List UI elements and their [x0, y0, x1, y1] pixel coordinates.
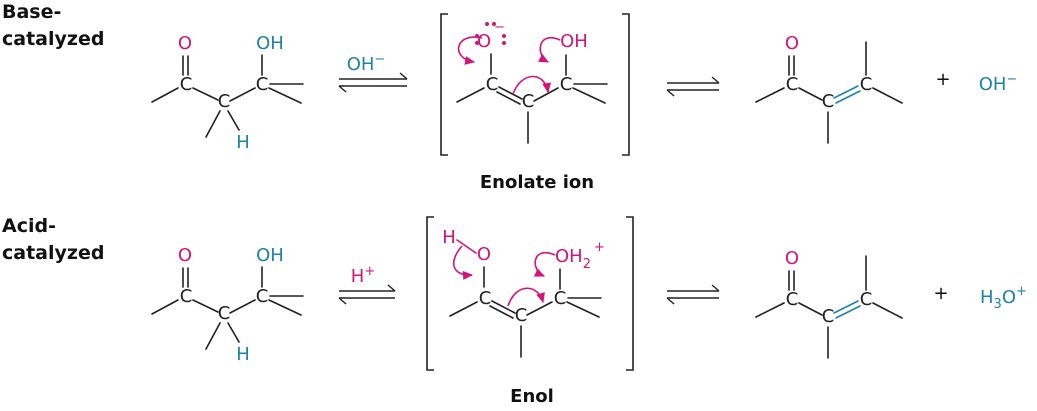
product-carbonyl-carbon: C [786, 74, 799, 95]
beta-hydroxyl: OH [256, 33, 284, 54]
enol-hydrogen: H [442, 227, 456, 248]
enolate-beta-carbon: C [560, 74, 573, 95]
enol-beta-carbon: C [554, 288, 567, 309]
acid-label-line2: catalyzed [2, 242, 104, 264]
acid-plus-sign: + [933, 283, 948, 304]
alpha-carbon: C [218, 303, 231, 324]
product-alpha-carbon: C [822, 91, 835, 112]
enolate-caption: Enolate ion [480, 172, 594, 193]
acid-reactant-aldol: O C C H C OH [151, 245, 304, 365]
enol-alpha-carbon: C [515, 305, 528, 326]
base-byproduct: OH− [979, 72, 1018, 95]
enol-oxygen: O [477, 244, 491, 265]
carbonyl-carbon: C [180, 74, 193, 95]
product-beta-carbon: C [860, 74, 873, 95]
base-reactant-aldol: O C C H C OH [151, 33, 304, 153]
product-carbonyl-carbon: C [786, 289, 799, 310]
base-catalyzed-row: Base- catalyzed O C C H C OH OH− [2, 1, 1017, 193]
base-catalyst-arrows: OH− [338, 52, 408, 93]
acid-catalyzed-row: Acid- catalyzed O C C H C OH H+ [2, 215, 1027, 407]
product-oxygen: O [785, 33, 799, 54]
acid-product-arrows [666, 284, 720, 305]
acid-label-line1: Acid- [2, 215, 56, 237]
alpha-carbon: C [218, 91, 231, 112]
alpha-hydrogen: H [236, 132, 250, 153]
acid-catalyst-arrows: H+ [338, 264, 396, 305]
carbonyl-oxygen: O [178, 33, 192, 54]
base-product-enone: O C C C [755, 33, 903, 144]
product-beta-carbon: C [860, 289, 873, 310]
enol-carbonyl-carbon: C [479, 288, 492, 309]
enol-oxonium: OH2+ [555, 240, 605, 272]
acid-catalyst: H+ [351, 264, 375, 287]
base-product-arrows [666, 76, 720, 97]
beta-carbon: C [256, 286, 269, 307]
enolate-intermediate: O− C C C OH [440, 13, 630, 156]
product-oxygen: O [785, 248, 799, 269]
enolate-carbonyl-carbon: C [486, 74, 499, 95]
enol-caption: Enol [510, 386, 554, 407]
product-alpha-carbon: C [822, 306, 835, 327]
acid-product-enone: O C C C [755, 248, 903, 359]
base-catalyst: OH− [347, 52, 386, 75]
enolate-hydroxyl: OH [560, 31, 588, 52]
enolate-alpha-carbon: C [522, 91, 535, 112]
base-label-line1: Base- [2, 1, 61, 23]
acid-byproduct: H3O+ [980, 284, 1027, 312]
enolate-oxygen: O− [477, 20, 505, 52]
base-plus-sign: + [935, 69, 950, 90]
beta-carbon: C [256, 74, 269, 95]
enol-intermediate: H O C C C OH2+ [426, 216, 634, 371]
carbonyl-carbon: C [180, 286, 193, 307]
carbonyl-oxygen: O [178, 245, 192, 266]
beta-hydroxyl: OH [256, 245, 284, 266]
base-label-line2: catalyzed [2, 28, 104, 50]
alpha-hydrogen: H [236, 344, 250, 365]
